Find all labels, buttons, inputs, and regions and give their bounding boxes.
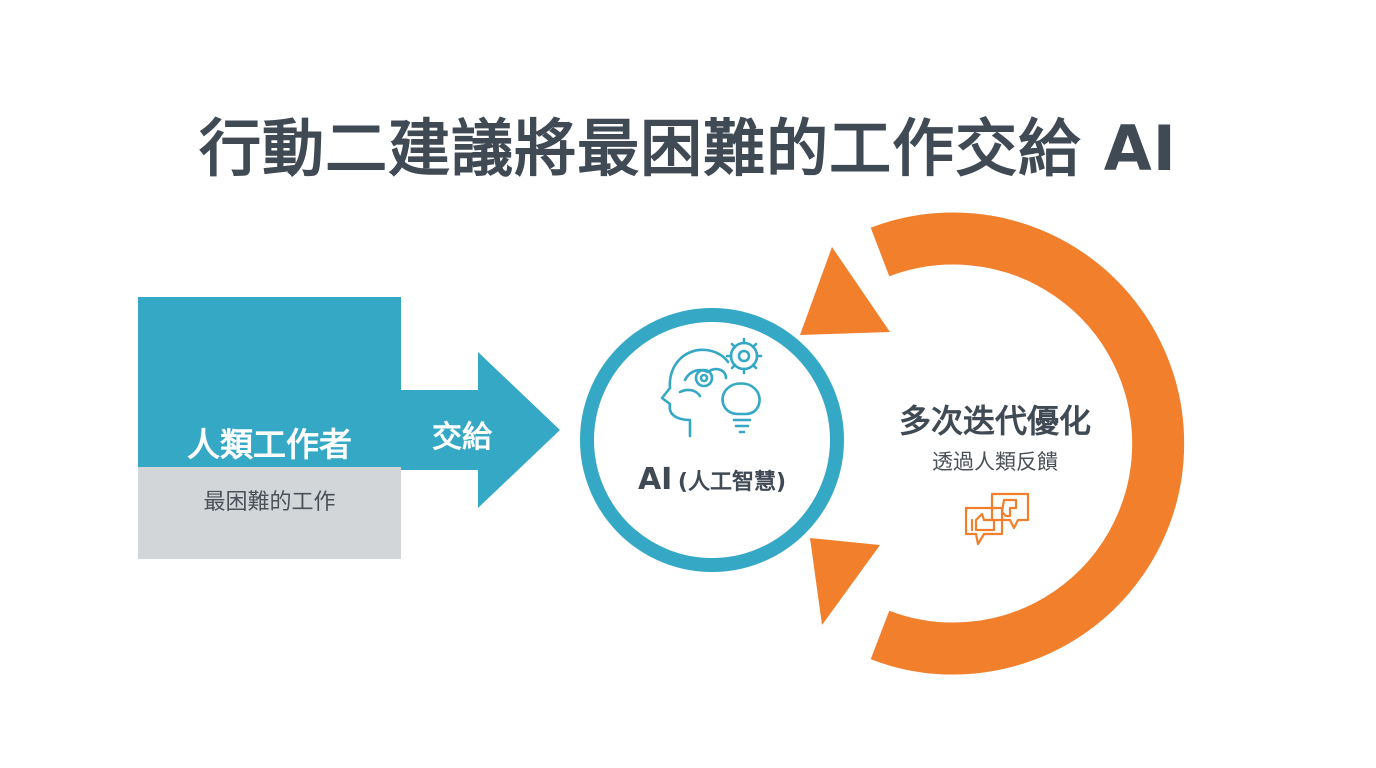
feedback-loop-arc	[870, 212, 1185, 675]
handoff-label: 交給	[432, 420, 492, 455]
ai-circle	[580, 308, 844, 572]
hardest-task-label: 最困難的工作	[203, 490, 336, 515]
ai-main-label: AI	[637, 462, 673, 497]
feedback-thumbs-icon	[964, 492, 1030, 546]
ai-label: AI (人工智慧)	[582, 462, 842, 497]
iteration-subtitle: 透過人類反饋	[932, 450, 1058, 474]
handoff-arrow	[400, 352, 560, 508]
feedback-arrowhead-bottom	[810, 538, 880, 625]
human-worker-label: 人類工作者	[187, 425, 352, 464]
task-box	[138, 467, 401, 559]
feedback-arrowhead-top	[800, 247, 890, 335]
human-worker-box	[138, 297, 401, 467]
page-title: 行動二建議將最困難的工作交給 AI	[199, 112, 1177, 185]
ai-sub-label: (人工智慧)	[677, 470, 787, 495]
iteration-title: 多次迭代優化	[898, 402, 1091, 440]
brain-gears-lightbulb-icon	[660, 337, 763, 438]
